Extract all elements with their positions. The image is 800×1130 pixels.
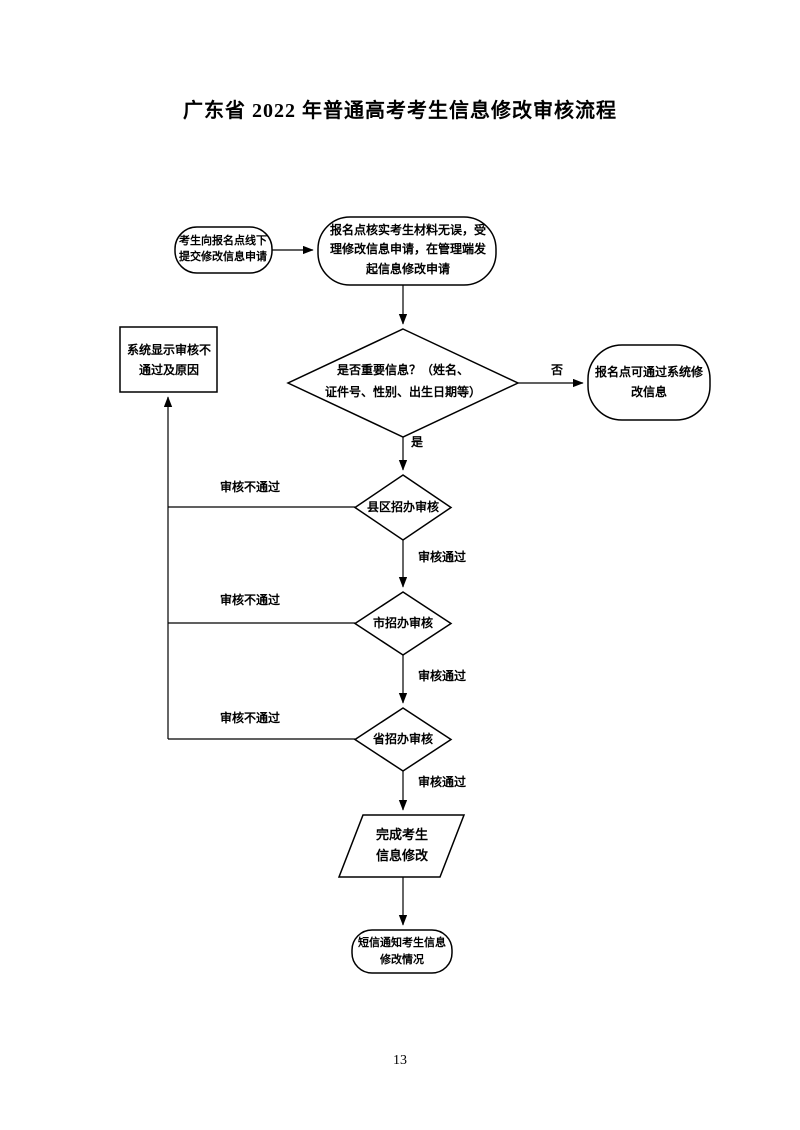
- edge-label-county-fail: 审核不通过: [219, 480, 280, 495]
- node-reject-notice-label: 系统显示审核不 通过及原因: [126, 342, 211, 377]
- node-sms-notify-shape: [351, 929, 453, 974]
- edge-label-no: 否: [550, 362, 563, 377]
- node-start-label: 考生向报名点线下 提交修改信息申请: [179, 235, 267, 263]
- node-county-review-label: 县区招办审核: [366, 500, 439, 515]
- edge-label-city-fail: 审核不通过: [219, 593, 280, 608]
- node-county-review-shape: [353, 474, 453, 541]
- node-accept-label: 报名点核实考生材料无误，受 理修改信息申请，在管理端发 起信息修改申请: [329, 223, 486, 276]
- node-reject-notice-shape: [119, 326, 218, 393]
- flowchart-shapes: [119, 216, 711, 974]
- node-city-review-shape: [353, 591, 453, 656]
- edge-label-yes: 是: [410, 434, 423, 449]
- node-system-modify-label: 报名点可通过系统修 改信息: [594, 364, 703, 399]
- node-start-shape: [174, 226, 273, 274]
- node-city-review-label: 市招办审核: [372, 616, 433, 631]
- flowchart-edges: [163, 245, 584, 926]
- node-decision-label: 是否重要信息？（姓名、 证件号、性别、出生日期等）: [324, 363, 481, 399]
- edge-label-county-pass: 审核通过: [417, 550, 466, 565]
- node-system-modify-shape: [587, 344, 711, 421]
- edge-label-province-fail: 审核不通过: [219, 711, 280, 726]
- page-number: 13: [393, 1053, 407, 1068]
- page-title: 广东省 2022 年普通高考考生信息修改审核流程: [183, 100, 617, 122]
- node-decision-shape: [286, 328, 520, 438]
- node-complete-label: 完成考生 信息修改: [375, 827, 428, 863]
- node-complete-shape: [337, 814, 466, 878]
- edge-label-city-pass: 审核通过: [417, 669, 466, 684]
- node-province-review-shape: [353, 707, 453, 772]
- node-province-review-label: 省招办审核: [372, 732, 433, 747]
- edge-label-province-pass: 审核通过: [417, 775, 466, 790]
- node-sms-notify-label: 短信通知考生信息 修改情况: [358, 937, 446, 966]
- node-accept-shape: [317, 216, 497, 286]
